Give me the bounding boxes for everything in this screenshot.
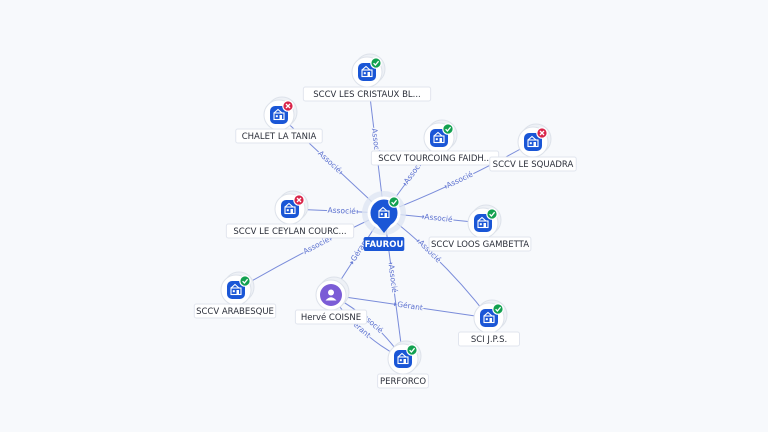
node-label-box: SCCV ARABESQUE bbox=[193, 303, 277, 319]
node-label-box: SCI J.P.S. bbox=[458, 331, 520, 347]
status-active-icon bbox=[239, 275, 251, 287]
node-label: PERFORCO bbox=[380, 377, 426, 387]
edge-arrow-icon bbox=[393, 302, 398, 307]
node-label-box: CHALET LA TANIA bbox=[235, 128, 323, 144]
edge-label: Gérant bbox=[397, 300, 424, 313]
status-active-icon bbox=[442, 123, 454, 135]
node-arabesque[interactable]: SCCV ARABESQUE bbox=[193, 271, 277, 319]
edge-label: Associé bbox=[327, 206, 356, 216]
edge-arrow-icon bbox=[403, 182, 407, 186]
nodes-layer: SCCV LES CRISTAUX BL... CHALET LA TANIA SC… bbox=[193, 53, 577, 389]
building-icon bbox=[273, 108, 285, 121]
status-active-icon bbox=[370, 57, 382, 69]
building-icon bbox=[378, 206, 390, 219]
building-icon bbox=[397, 352, 409, 365]
node-label-box: FAUROU bbox=[363, 237, 405, 251]
node-squadra[interactable]: SCCV LE SQUADRA bbox=[489, 123, 577, 172]
edge-arrow-icon bbox=[338, 170, 343, 175]
node-sci[interactable]: SCI J.P.S. bbox=[458, 299, 520, 347]
building-icon bbox=[527, 135, 539, 148]
status-closed-icon bbox=[293, 194, 305, 206]
node-label-box: SCCV LOOS GAMBETTA bbox=[428, 236, 532, 252]
node-herve[interactable]: Hervé COISNE bbox=[294, 276, 368, 325]
node-label: SCCV LES CRISTAUX BL... bbox=[313, 90, 421, 100]
node-label-box: SCCV TOURCOING FAIDH... bbox=[370, 150, 500, 166]
person-icon bbox=[325, 289, 337, 301]
edge-arrow-icon bbox=[422, 214, 426, 219]
building-icon bbox=[361, 65, 373, 78]
edge-arrow-icon bbox=[444, 185, 449, 189]
node-label: CHALET LA TANIA bbox=[242, 132, 317, 142]
node-tourcoing[interactable]: SCCV TOURCOING FAIDH... bbox=[370, 119, 500, 166]
edge-arrow-icon bbox=[328, 236, 332, 241]
building-icon bbox=[433, 131, 445, 144]
node-faurou[interactable]: FAUROU bbox=[362, 191, 406, 251]
status-active-icon bbox=[486, 208, 498, 220]
node-loos[interactable]: SCCV LOOS GAMBETTA bbox=[428, 204, 532, 252]
edge-label: Associé bbox=[387, 264, 400, 294]
node-ceylan[interactable]: SCCV LE CEYLAN COURC... bbox=[225, 190, 355, 239]
building-icon bbox=[230, 283, 242, 296]
status-closed-icon bbox=[536, 127, 548, 139]
node-label: SCCV TOURCOING FAIDH... bbox=[378, 154, 491, 164]
edge-faurou-perforco: Associé bbox=[383, 212, 404, 360]
building-icon bbox=[477, 216, 489, 229]
node-label: SCCV LE CEYLAN COURC... bbox=[233, 227, 346, 237]
node-label: Hervé COISNE bbox=[301, 312, 361, 323]
node-label: FAUROU bbox=[365, 240, 404, 250]
node-tania[interactable]: CHALET LA TANIA bbox=[235, 96, 323, 144]
status-active-icon bbox=[492, 303, 504, 315]
edge-arrow-icon bbox=[354, 209, 358, 214]
node-label-box: SCCV LES CRISTAUX BL... bbox=[302, 86, 432, 102]
edge-arrow-icon bbox=[388, 262, 393, 266]
node-cristaux[interactable]: SCCV LES CRISTAUX BL... bbox=[302, 53, 432, 102]
building-icon bbox=[483, 311, 495, 324]
edge-line bbox=[330, 294, 490, 319]
edge-label: Associé bbox=[445, 169, 475, 189]
node-label: SCCV ARABESQUE bbox=[196, 307, 274, 317]
status-closed-icon bbox=[282, 100, 294, 112]
node-label-box: SCCV LE SQUADRA bbox=[489, 156, 577, 172]
node-label: SCI J.P.S. bbox=[471, 335, 507, 345]
status-active-icon bbox=[406, 344, 418, 356]
node-label: SCCV LOOS GAMBETTA bbox=[431, 240, 529, 250]
edge-arrow-icon bbox=[416, 239, 420, 243]
status-active-icon bbox=[388, 196, 400, 208]
edge-arrow-icon bbox=[349, 260, 354, 265]
node-label: SCCV LE SQUADRA bbox=[493, 160, 574, 170]
edge-label: Associé bbox=[316, 149, 343, 175]
node-label-box: SCCV LE CEYLAN COURC... bbox=[225, 223, 355, 239]
edge-label: Associé bbox=[424, 212, 454, 224]
node-perforco[interactable]: PERFORCO bbox=[377, 340, 429, 389]
node-label-box: Hervé COISNE bbox=[294, 309, 368, 325]
building-icon bbox=[284, 202, 296, 215]
node-label-box: PERFORCO bbox=[377, 373, 429, 389]
